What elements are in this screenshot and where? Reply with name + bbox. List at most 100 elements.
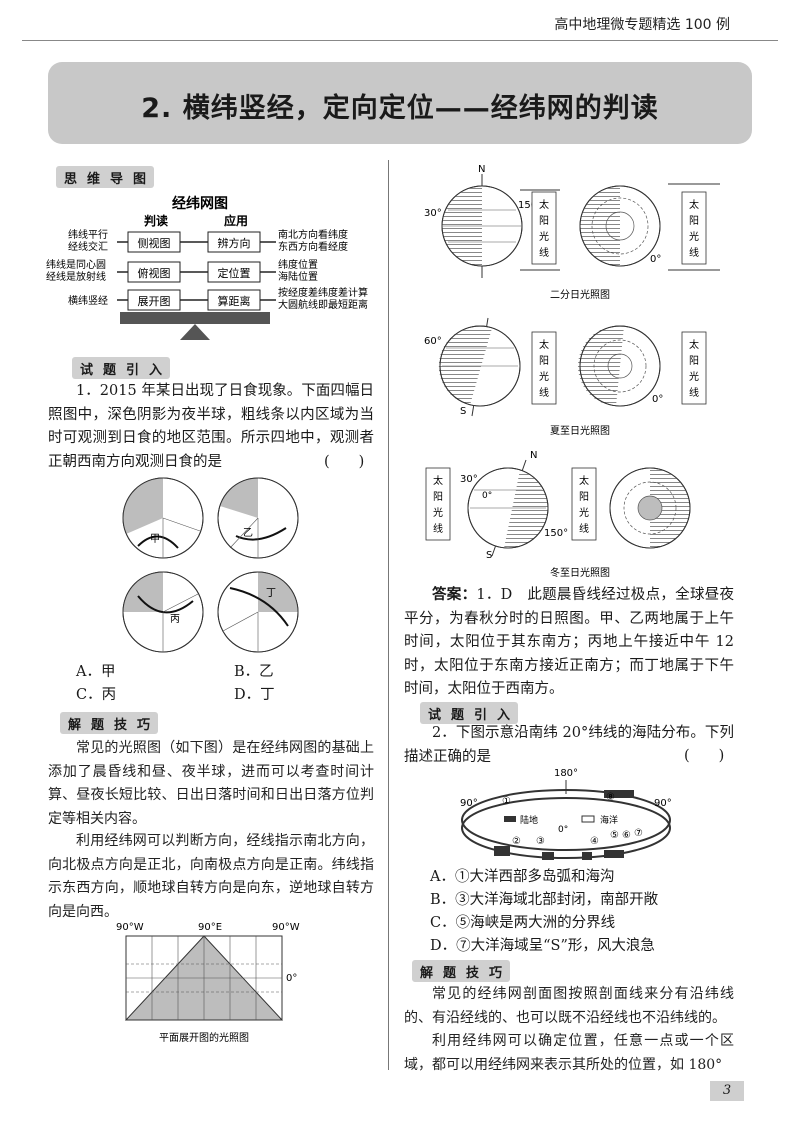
svg-text:0°: 0° (286, 973, 297, 984)
mindmap-judge-flat: 展开图 (138, 295, 171, 308)
svg-text:90°E: 90°E (198, 922, 222, 933)
title-band (48, 62, 752, 144)
q1-option-b: B．乙 (234, 664, 274, 680)
mindmap-tag: 思维导图 (56, 166, 155, 188)
svg-text:丁: 丁 (266, 588, 276, 599)
svg-text:①: ① (502, 796, 511, 807)
running-header: 高中地理微专题精选 100 例 (554, 17, 730, 33)
mindmap-row1-left1: 纬线平行 (68, 228, 108, 241)
svg-text:线: 线 (539, 246, 549, 259)
svg-text:太: 太 (539, 198, 549, 211)
svg-text:30°: 30° (424, 208, 442, 219)
mindmap-diagram: 经纬网图 判读 应用 纬线平行 经线交汇 侧视图 辨方向 南北方向看纬度 东西方… (46, 195, 368, 340)
q1-globes-figure: 甲 乙 丙 丁 (122, 477, 299, 653)
mindmap-row3-r1: 按经度差纬度差计算 (278, 286, 368, 299)
svg-text:甲: 甲 (150, 534, 160, 545)
svg-text:阳: 阳 (433, 491, 443, 503)
mindmap-apply-label: 应用 (224, 213, 248, 228)
svg-text:180°: 180° (554, 768, 578, 779)
mindmap-apply-distance: 算距离 (218, 294, 251, 308)
svg-text:光: 光 (579, 506, 589, 519)
equinox-diagram: N 30° 150° 太 阳 光 线 0° 太 阳 光 线 二分日光照图 (424, 164, 720, 301)
chapter-title: 2. 横纬竖经，定向定位——经纬网的判读 (141, 93, 659, 124)
svg-text:③: ③ (536, 836, 545, 847)
skill-paragraph-4: 利用经纬网可以确定位置，任意一点或一个区域，都可以用经纬网来表示其所处的位置，如… (404, 1033, 734, 1073)
mindmap-row2-r1: 纬度位置 (278, 258, 318, 271)
svg-text:90°: 90° (460, 798, 478, 809)
svg-text:⑤: ⑤ (610, 830, 619, 841)
svg-text:光: 光 (689, 370, 699, 383)
question-1-text: 1．2015 年某日出现了日食现象。下面四幅日照图中，深色阴影为夜半球，粗线条以… (48, 383, 374, 470)
svg-text:太: 太 (689, 338, 699, 351)
globe-ding: 丁 (217, 571, 299, 653)
latitude-ring-diagram: 180° 90° 90° 0° 陆地 海洋 ① ⑧ ② ③ ④ ⑤ ⑥ ⑦ (460, 768, 672, 860)
mindmap-judge-label: 判读 (144, 213, 168, 228)
question-2-bracket: ( ) (684, 748, 725, 764)
svg-text:线: 线 (433, 522, 443, 535)
q2-option-d: D．⑦大洋海域呈“S”形，风大浪急 (430, 938, 655, 954)
svg-text:0°: 0° (650, 254, 661, 265)
svg-text:阳: 阳 (539, 355, 549, 367)
svg-text:阳: 阳 (689, 355, 699, 367)
svg-text:线: 线 (689, 386, 699, 399)
svg-text:丙: 丙 (170, 614, 180, 625)
q1-option-a: A．甲 (76, 664, 116, 680)
q1-option-d: D．丁 (234, 687, 275, 703)
q1-option-c: C．丙 (76, 687, 117, 703)
svg-text:N: N (478, 164, 485, 175)
svg-text:阳: 阳 (539, 215, 549, 227)
sun-label-1: 太 阳 光 线 (531, 191, 557, 265)
mindmap-judge-top: 俯视图 (138, 266, 171, 280)
mindmap-row3-r2: 大圆航线即最短距离 (278, 298, 368, 311)
svg-text:线: 线 (689, 246, 699, 259)
svg-text:线: 线 (579, 522, 589, 535)
winter-caption: 冬至日光照图 (550, 566, 610, 579)
svg-text:⑦: ⑦ (634, 828, 643, 839)
svg-text:0°: 0° (482, 491, 492, 501)
skill-tag-2: 解题技巧 (412, 960, 511, 982)
skill-paragraph-2: 利用经纬网可以判断方向，经线指示南北方向，向北极点方向是正北，向南极点方向是正南… (48, 833, 374, 920)
mindmap-apply-direction: 辨方向 (218, 236, 251, 250)
svg-text:光: 光 (539, 370, 549, 383)
svg-text:90°W: 90°W (116, 922, 144, 933)
mindmap-apply-position: 定位置 (218, 266, 251, 280)
answer-label: 答案： (432, 586, 477, 603)
equinox-caption: 二分日光照图 (550, 288, 610, 301)
svg-text:150°: 150° (518, 200, 542, 211)
svg-text:阳: 阳 (579, 491, 589, 503)
mindmap-row3-left1: 横纬竖经 (68, 294, 108, 307)
mindmap-judge-side: 侧视图 (138, 236, 171, 250)
summer-caption: 夏至日光照图 (550, 424, 610, 437)
svg-text:150°: 150° (544, 528, 568, 539)
skill-tag-1: 解题技巧 (60, 712, 159, 734)
page-number: 3 (710, 1081, 744, 1101)
svg-text:平面展开图的光照图: 平面展开图的光照图 (159, 1031, 249, 1044)
svg-text:阳: 阳 (689, 215, 699, 227)
winter-solstice-diagram: 太 阳 光 线 N 30° 0° 150° S 太 阳 光 线 冬至日光照图 (425, 450, 691, 579)
svg-text:光: 光 (689, 230, 699, 243)
svg-text:S: S (486, 550, 492, 561)
svg-text:乙: 乙 (243, 527, 253, 539)
summer-solstice-diagram: 60° S 太 阳 光 线 0° 太 阳 光 线 夏至日光照图 (424, 317, 707, 437)
svg-text:0°: 0° (558, 825, 568, 835)
svg-text:60°: 60° (424, 336, 442, 347)
mindmap-row1-left2: 经线交汇 (68, 240, 108, 253)
svg-text:陆地: 陆地 (520, 814, 538, 826)
q2-option-c: C．⑤海峡是两大洲的分界线 (430, 915, 616, 931)
intro-tag-1: 试题引入 (72, 357, 171, 379)
svg-text:海洋: 海洋 (600, 814, 618, 826)
header-rule (22, 40, 778, 41)
svg-text:太: 太 (689, 198, 699, 211)
mindmap-row2-left1: 纬线是同心圆 (46, 258, 106, 271)
svg-text:⑧: ⑧ (606, 792, 615, 803)
svg-text:S: S (460, 406, 466, 417)
skill-paragraph-1: 常见的光照图（如下图）是在经纬网图的基础上添加了晨昏线和昼、夜半球，进而可以考查… (48, 740, 374, 827)
svg-text:②: ② (512, 836, 521, 847)
svg-text:⑥: ⑥ (622, 830, 631, 841)
svg-text:N: N (530, 450, 537, 461)
svg-text:太: 太 (433, 474, 443, 487)
mindmap-row2-left2: 经线是放射线 (46, 270, 106, 283)
mindmap-title: 经纬网图 (172, 195, 228, 212)
column-divider (388, 160, 389, 1070)
svg-text:90°W: 90°W (272, 922, 300, 933)
